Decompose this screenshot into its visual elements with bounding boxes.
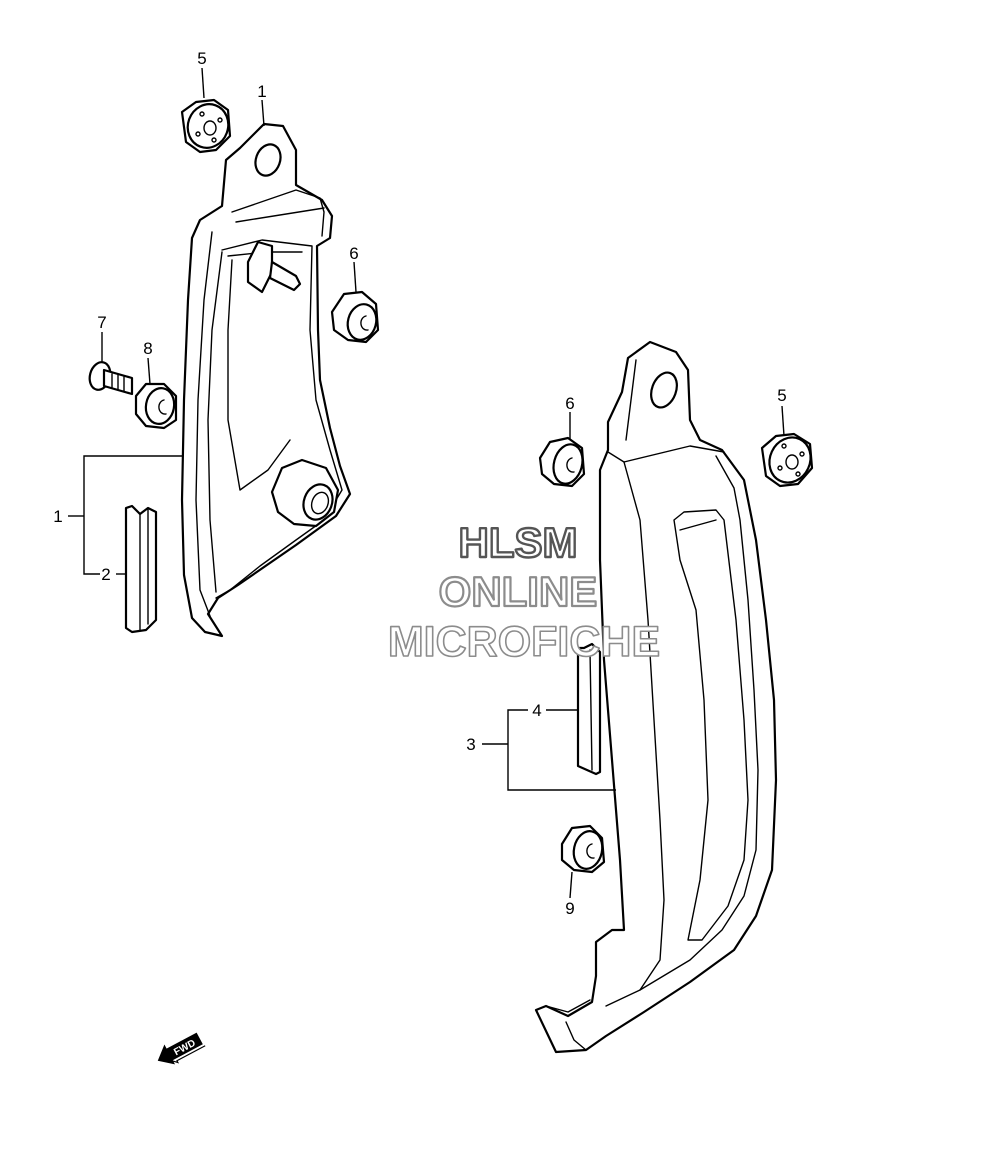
- washer-part-5-right: [760, 432, 814, 488]
- callout-7: 7: [97, 313, 106, 332]
- grommet-part-6-left: [330, 290, 380, 344]
- washer-part-5-left: [180, 98, 232, 154]
- callout-3: 3: [466, 735, 475, 754]
- left-bracket-part-1: [180, 122, 352, 638]
- watermark: HLSM ONLINE MICROFICHE: [387, 518, 661, 667]
- callout-4: 4: [532, 701, 541, 720]
- callout-1-top: 1: [257, 82, 266, 101]
- callout-2: 2: [101, 565, 110, 584]
- callout-1-assembly: 1: [53, 507, 62, 526]
- seal-strip-part-2: [124, 504, 158, 634]
- callout-8: 8: [143, 339, 152, 358]
- watermark-line-3: MICROFICHE: [388, 618, 660, 666]
- grommet-part-8: [134, 382, 178, 430]
- right-bracket-part-3: [534, 340, 778, 1054]
- grommet-part-6-right: [538, 436, 586, 488]
- watermark-line-1: HLSM: [459, 519, 578, 566]
- seal-strip-part-4: [576, 642, 602, 776]
- fwd-arrow-icon: FWD: [157, 1032, 206, 1065]
- bolt-part-7: [88, 361, 134, 396]
- leader-lines: [68, 67, 785, 899]
- callout-9: 9: [565, 899, 574, 918]
- watermark-line-2: ONLINE: [439, 568, 598, 615]
- grommet-part-9: [560, 824, 606, 874]
- callout-6-right: 6: [565, 394, 574, 413]
- callout-labels: 5 1 6 7 8 1 2 6 5 4 3 9: [53, 49, 786, 918]
- callout-5-right: 5: [777, 386, 786, 405]
- fwd-label: FWD: [172, 1038, 197, 1058]
- callout-5-left: 5: [197, 49, 206, 68]
- callout-6-left: 6: [349, 244, 358, 263]
